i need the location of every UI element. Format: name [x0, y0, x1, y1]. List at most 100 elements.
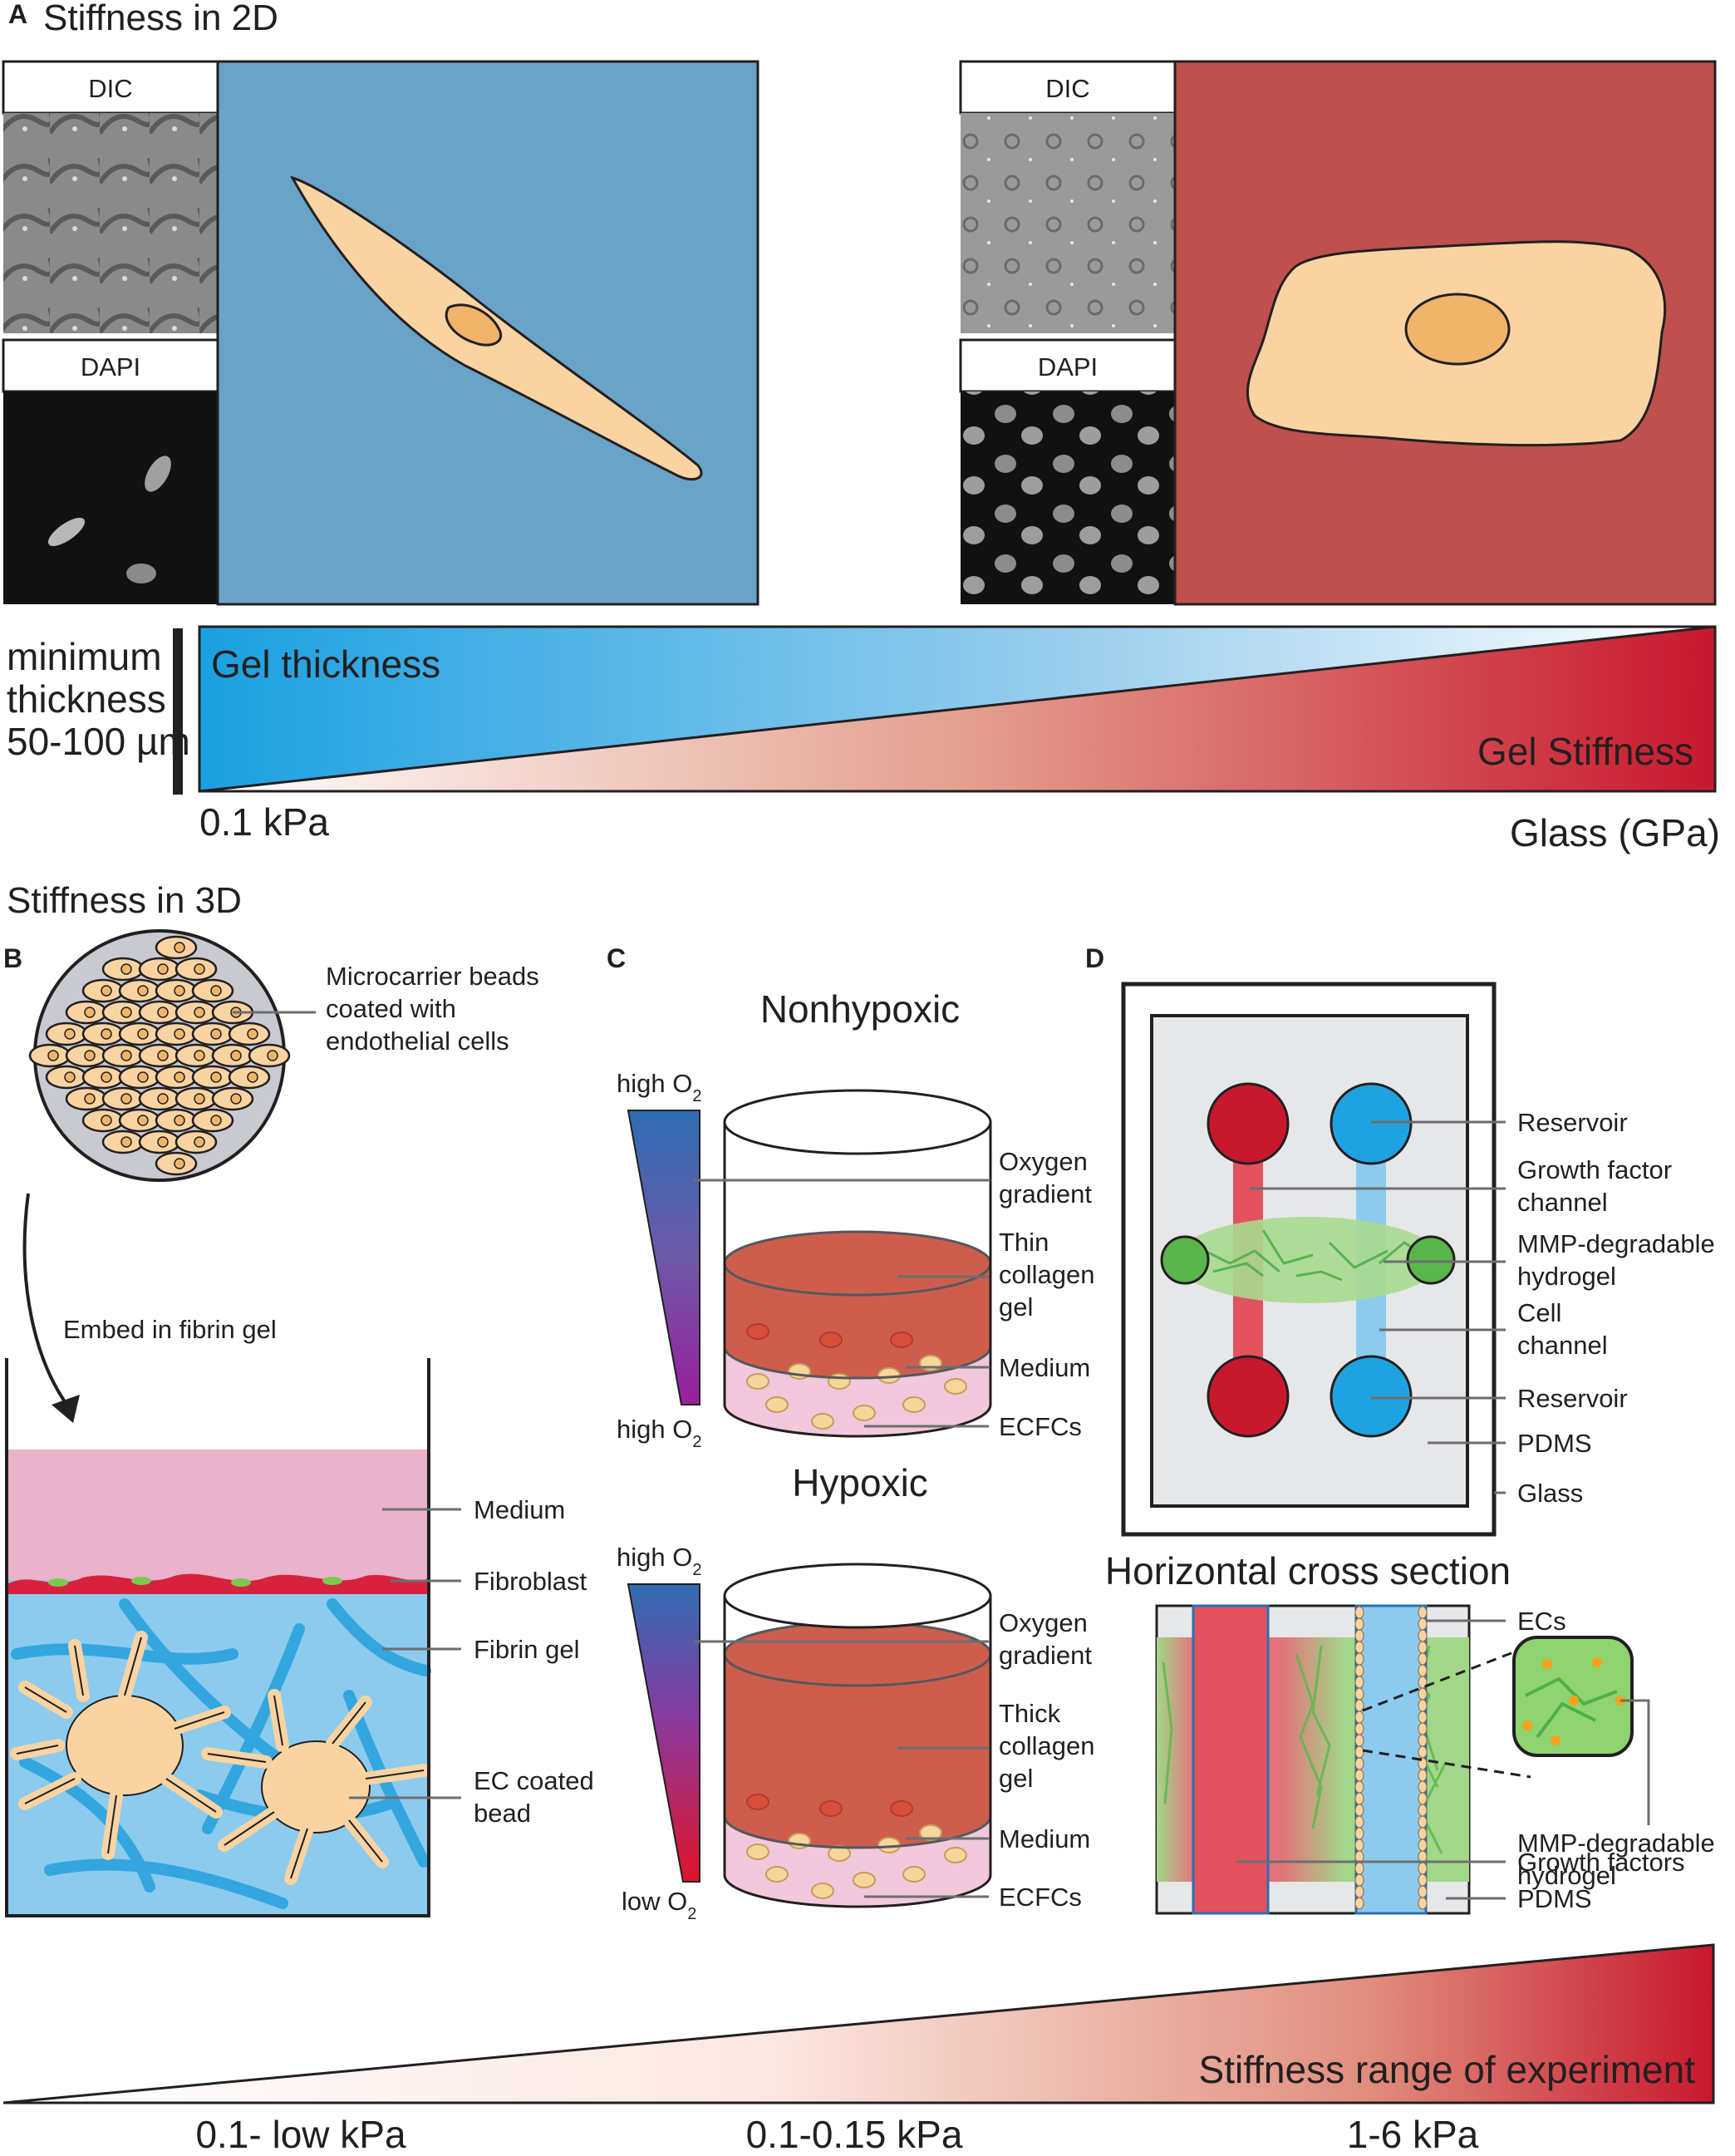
ec-sprouting-bead-left — [10, 1631, 231, 1860]
scale-tick-1: 0.1- low kPa — [195, 2113, 406, 2156]
endothelial-cell-nucleus — [174, 1028, 185, 1040]
endothelial-cell — [1354, 1780, 1364, 1794]
endothelial-cell — [1354, 1873, 1364, 1887]
stiffness-range-label: Stiffness range of experiment — [1199, 2048, 1696, 2091]
endothelial-cell-nucleus — [120, 1093, 132, 1105]
hydrogel-port-right — [1406, 1235, 1456, 1285]
endothelial-cell-nucleus — [84, 1050, 96, 1061]
microcarrier-bead — [28, 929, 291, 1182]
endothelial-cell-nucleus — [194, 1007, 205, 1018]
pdms-label-section: PDMS — [1517, 1884, 1592, 1913]
endothelial-cell — [1354, 1815, 1364, 1829]
endothelial-cell — [1418, 1827, 1428, 1840]
endothelial-cell — [1354, 1769, 1364, 1782]
endothelial-cell — [1418, 1711, 1428, 1724]
endothelial-cell — [1418, 1873, 1428, 1887]
endothelial-cell — [1418, 1699, 1428, 1712]
endothelial-cell-nucleus — [157, 1007, 169, 1018]
endothelial-cell — [1354, 1652, 1364, 1666]
dapi-label-box-right — [959, 338, 1177, 393]
endothelial-cell-nucleus — [174, 1158, 185, 1169]
panel-a-title: Stiffness in 2D — [43, 0, 278, 38]
cell-channel-line-2: channel — [1517, 1331, 1608, 1360]
elongated-cell-nucleus — [445, 303, 502, 347]
endothelial-cell — [1354, 1711, 1364, 1724]
hydrogel-zoom-line-1: MMP-degradable — [1517, 1829, 1715, 1858]
endothelial-cell-nucleus — [137, 1071, 149, 1083]
dapi-label-right: DAPI — [1038, 352, 1098, 381]
scale-left-label: 0.1 kPa — [199, 800, 329, 844]
panel-a-letter: A — [8, 0, 27, 29]
medium-label-b: Medium — [474, 1495, 565, 1524]
thin-collagen-line-1: Thin — [999, 1228, 1049, 1257]
endothelial-cell — [1418, 1897, 1428, 1910]
nonhypoxic-gradient-line-1: Oxygen — [999, 1147, 1088, 1176]
dic-label-left: DIC — [88, 74, 132, 103]
min-thickness-line-3: 50-100 µm — [7, 720, 190, 763]
endothelial-cell-nucleus — [230, 1050, 242, 1061]
endothelial-cell-nucleus — [210, 985, 222, 997]
cell-channel-line-1: Cell — [1517, 1298, 1561, 1327]
endothelial-cell — [1354, 1676, 1364, 1689]
fibroblast-label: Fibroblast — [474, 1567, 587, 1596]
nonhypoxic-ecfcs-label: ECFCs — [999, 1412, 1082, 1441]
endothelial-cell — [1418, 1629, 1428, 1642]
endothelial-cell-nucleus — [247, 1028, 258, 1040]
bead-label-line-2: coated with — [326, 994, 456, 1023]
min-thickness-line-1: minimum — [7, 635, 162, 678]
ec-bead-label-line-1: EC coated — [474, 1766, 594, 1795]
reservoir-label-top: Reservoir — [1517, 1108, 1628, 1137]
endothelial-cell — [1418, 1804, 1428, 1817]
hypoxic-o2-wedge — [627, 1583, 700, 1883]
endothelial-cell-nucleus — [101, 985, 112, 997]
hydrogel-zoom-line-2: hydrogel — [1517, 1861, 1616, 1890]
ec-bead-label-line-2: bead — [474, 1799, 531, 1828]
endothelial-cell-nucleus — [194, 963, 205, 975]
hypoxic-medium-label: Medium — [999, 1824, 1090, 1853]
bead-label-line-1: Microcarrier beads — [326, 962, 539, 991]
endothelial-cell — [1354, 1757, 1364, 1770]
hypoxic-cylinder — [723, 1563, 992, 1908]
endothelial-cell — [1354, 1641, 1364, 1654]
endothelial-cell — [1354, 1885, 1364, 1898]
endothelial-cell — [1418, 1664, 1428, 1677]
stiffness-range-wedge — [2, 1943, 1715, 2104]
nonhypoxic-title: Nonhypoxic — [760, 987, 960, 1031]
gel-thickness-label: Gel thickness — [211, 642, 440, 686]
scale-right-label: Glass (GPa) — [1510, 811, 1720, 854]
dapi-image-left — [3, 391, 218, 604]
endothelial-cell-nucleus — [101, 1071, 112, 1083]
section-3d-title: Stiffness in 3D — [7, 880, 242, 921]
nonhypoxic-o2-top: high O2 — [617, 1069, 701, 1105]
dic-image-left — [3, 113, 218, 333]
growth-factor-channel-line-1: Growth factor — [1517, 1155, 1672, 1184]
endothelial-cell — [1354, 1792, 1364, 1805]
endothelial-cell-nucleus — [230, 1093, 242, 1105]
endothelial-cell — [1354, 1862, 1364, 1875]
endothelial-cell-nucleus — [157, 1050, 169, 1061]
medium-layer — [7, 1450, 429, 1580]
endothelial-cell — [1354, 1629, 1364, 1642]
endothelial-cell-nucleus — [247, 1071, 258, 1083]
endothelial-cell-nucleus — [267, 1050, 278, 1061]
thin-collagen-line-2: collagen — [999, 1260, 1094, 1289]
well-walls — [5, 1358, 430, 1917]
endothelial-cell — [1354, 1664, 1364, 1677]
endothelial-cell — [1418, 1652, 1428, 1666]
endothelial-cell-nucleus — [210, 1115, 222, 1126]
growth-factors-label: Growth factors — [1517, 1848, 1685, 1877]
reservoir-red-top — [1207, 1082, 1290, 1165]
thick-collagen-line-2: collagen — [999, 1731, 1094, 1760]
dapi-label-left: DAPI — [81, 352, 140, 381]
endothelial-cell-nucleus — [174, 985, 185, 997]
endothelial-cell — [1354, 1897, 1364, 1910]
nonhypoxic-gradient-line-2: gradient — [999, 1179, 1092, 1208]
reservoir-label-bottom: Reservoir — [1517, 1384, 1628, 1413]
endothelial-cell-nucleus — [120, 963, 132, 975]
hypoxic-gradient-line-1: Oxygen — [999, 1608, 1088, 1637]
endothelial-cell-nucleus — [84, 1093, 96, 1105]
endothelial-cell-nucleus — [157, 1136, 169, 1148]
endothelial-cell-nucleus — [174, 942, 185, 953]
panel-c-letter: C — [607, 943, 626, 973]
endothelial-cell — [1418, 1617, 1428, 1631]
